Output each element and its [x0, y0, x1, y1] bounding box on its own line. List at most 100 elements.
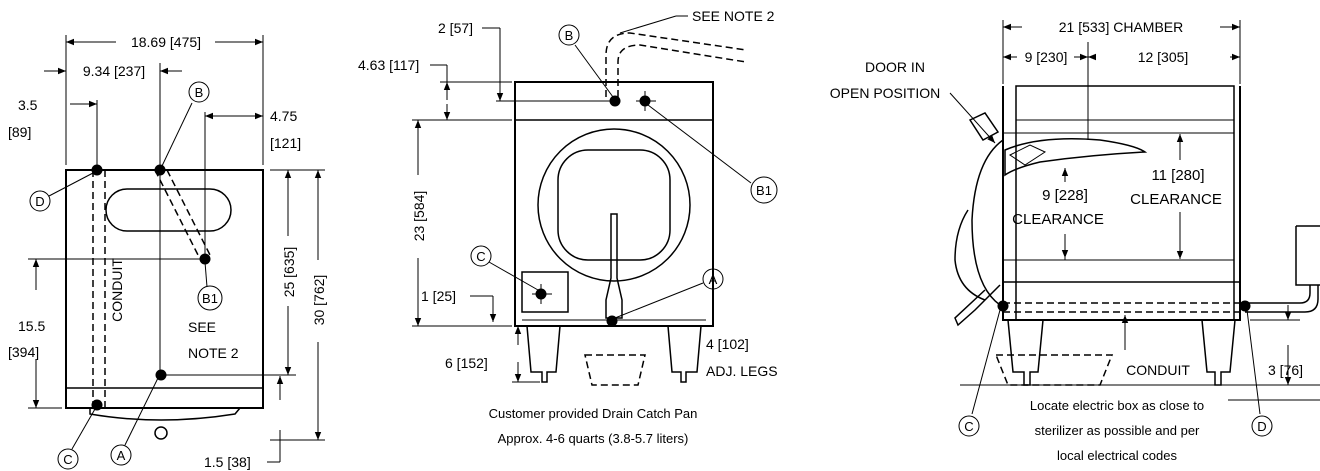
- front-callout-a-circle: [702, 268, 724, 290]
- side-door-open: [1004, 138, 1148, 177]
- side-note-3: local electrical codes: [1057, 448, 1177, 463]
- front-callout-a: A: [709, 272, 718, 287]
- side-electric-box: [1295, 225, 1320, 286]
- left-bottom-outlet: [89, 407, 241, 421]
- front-callout-a-leader: [614, 282, 704, 319]
- side-dim-right: 12 [305]: [1138, 49, 1189, 65]
- left-callout-a-leader: [124, 377, 159, 446]
- front-leg-left: [526, 325, 561, 383]
- side-callout-d: D: [1257, 419, 1266, 434]
- left-point-d: [91, 164, 103, 176]
- front-door-ring: [537, 128, 691, 282]
- left-dim-b1-height-mm: [394]: [8, 344, 39, 360]
- left-dim-d-offset-mm: [89]: [8, 124, 31, 140]
- side-clearance-left-bg: [1022, 182, 1110, 234]
- front-point-b: [609, 95, 621, 107]
- left-point-c: [91, 399, 103, 411]
- front-callout-b: B: [565, 28, 574, 43]
- side-clearance-right-bg: [1124, 160, 1228, 212]
- side-conduit-pipe: [1245, 285, 1319, 313]
- front-dim-legs-height: 6 [152]: [445, 355, 488, 371]
- left-dim-total-height: 30 [762]: [311, 275, 327, 326]
- left-dim-width: 18.69 [475]: [131, 34, 201, 50]
- front-callout-b1: B1: [756, 183, 772, 198]
- front-box-c: [521, 271, 569, 313]
- side-door-hinge: [1009, 144, 1047, 166]
- side-clearance-left-label: CLEARANCE: [1012, 211, 1104, 228]
- left-dim-a-height: 25 [635]: [281, 247, 297, 298]
- left-dim-b1-offset-mm: [121]: [270, 135, 301, 151]
- left-point-a: [155, 369, 167, 381]
- side-dim-chamber: 21 [533] CHAMBER: [1059, 19, 1184, 35]
- side-note-1: Locate electric box as close to: [1030, 398, 1204, 413]
- front-caption-2: Approx. 4-6 quarts (3.8-5.7 liters): [498, 431, 689, 446]
- side-callout-c-circle: [958, 415, 980, 437]
- left-callout-d: D: [35, 194, 44, 209]
- left-b1-pipe-b: [166, 169, 211, 256]
- front-pipe-upper: [605, 32, 747, 97]
- side-leg-left: [1007, 319, 1044, 386]
- left-callout-b-leader: [161, 102, 193, 167]
- side-callout-c-leader: [971, 309, 1001, 415]
- left-dim-b1-height: 15.5: [18, 318, 45, 334]
- side-view: 21 [533] CHAMBER 9 [230] 12 [305] DOOR I…: [830, 19, 1320, 469]
- front-point-a: [606, 315, 618, 327]
- side-callout-d-leader: [1246, 309, 1261, 415]
- left-callout-c-circle: [57, 448, 79, 470]
- front-dim-legs-adj: 4 [102]: [706, 336, 749, 352]
- left-conduit-label: CONDUIT: [109, 258, 125, 322]
- front-caption-1: Customer provided Drain Catch Pan: [489, 406, 698, 421]
- left-point-b1: [199, 253, 211, 265]
- side-clearance-left-value: 9 [228]: [1042, 187, 1088, 204]
- side-door-arc: [954, 209, 986, 301]
- front-door-handle: [605, 213, 623, 319]
- side-door-label-2: OPEN POSITION: [830, 85, 940, 101]
- side-dim-left: 9 [230]: [1025, 49, 1068, 65]
- left-callout-d-leader: [48, 172, 94, 197]
- front-callout-b1-circle: [750, 176, 778, 204]
- side-clearance-right-value: 11 [280]: [1151, 167, 1204, 184]
- side-note-2: sterilizer as possible and per: [1035, 423, 1200, 438]
- left-callout-b-circle: [188, 81, 210, 103]
- side-front-curve: [971, 139, 1004, 306]
- front-legs-label: ADJ. LEGS: [706, 363, 778, 379]
- side-point-d: [1239, 300, 1251, 312]
- front-dim-top-small: 2 [57]: [438, 20, 473, 36]
- front-pipe-lower: [617, 44, 747, 97]
- front-callout-c-circle: [470, 245, 492, 267]
- front-dim-top: 4.63 [117]: [358, 57, 419, 73]
- front-unit-outline: [514, 81, 714, 327]
- side-door-handle-top: [968, 112, 1000, 141]
- left-see-note-2: NOTE 2: [188, 345, 239, 361]
- front-callout-c: C: [476, 249, 485, 264]
- front-callout-b-leader: [574, 44, 614, 98]
- side-door-label-1: DOOR IN: [865, 59, 925, 75]
- left-dim-bottom: 1.5 [38]: [204, 454, 251, 470]
- side-clearance-right-label: CLEARANCE: [1130, 191, 1222, 208]
- left-callout-b1: B1: [202, 291, 218, 306]
- left-callout-a-circle: [110, 444, 132, 466]
- side-conduit-label: CONDUIT: [1126, 362, 1190, 378]
- left-callout-d-circle: [29, 190, 51, 212]
- front-see-note: SEE NOTE 2: [692, 8, 775, 24]
- left-view: 18.69 [475] 9.34 [237] 3.5 [89] 4.75 [12…: [8, 34, 327, 470]
- left-callout-b: B: [195, 85, 204, 100]
- front-see-note-leader: [619, 15, 677, 34]
- left-callout-c: C: [63, 452, 72, 467]
- side-dim-bottom: 3 [76]: [1268, 362, 1303, 378]
- side-door-leader: [949, 92, 996, 144]
- left-drain-fitting: [154, 426, 168, 440]
- side-callout-c: C: [964, 419, 973, 434]
- left-callout-b1-leader: [204, 261, 208, 288]
- left-dim-half-width: 9.34 [237]: [83, 63, 145, 79]
- front-view: 2 [57] 4.63 [117] 23 [584] 1 [25] 6 [152…: [358, 8, 778, 446]
- left-callout-a: A: [117, 448, 126, 463]
- side-door-handle: [954, 284, 1001, 327]
- front-dim-height: 23 [584]: [411, 191, 427, 242]
- left-dim-b1-offset: 4.75: [270, 108, 297, 124]
- left-dim-d-offset: 3.5: [18, 97, 38, 113]
- front-door-window: [557, 149, 671, 261]
- left-point-b: [154, 164, 166, 176]
- left-slot: [105, 188, 232, 232]
- left-see-note-1: SEE: [188, 319, 216, 335]
